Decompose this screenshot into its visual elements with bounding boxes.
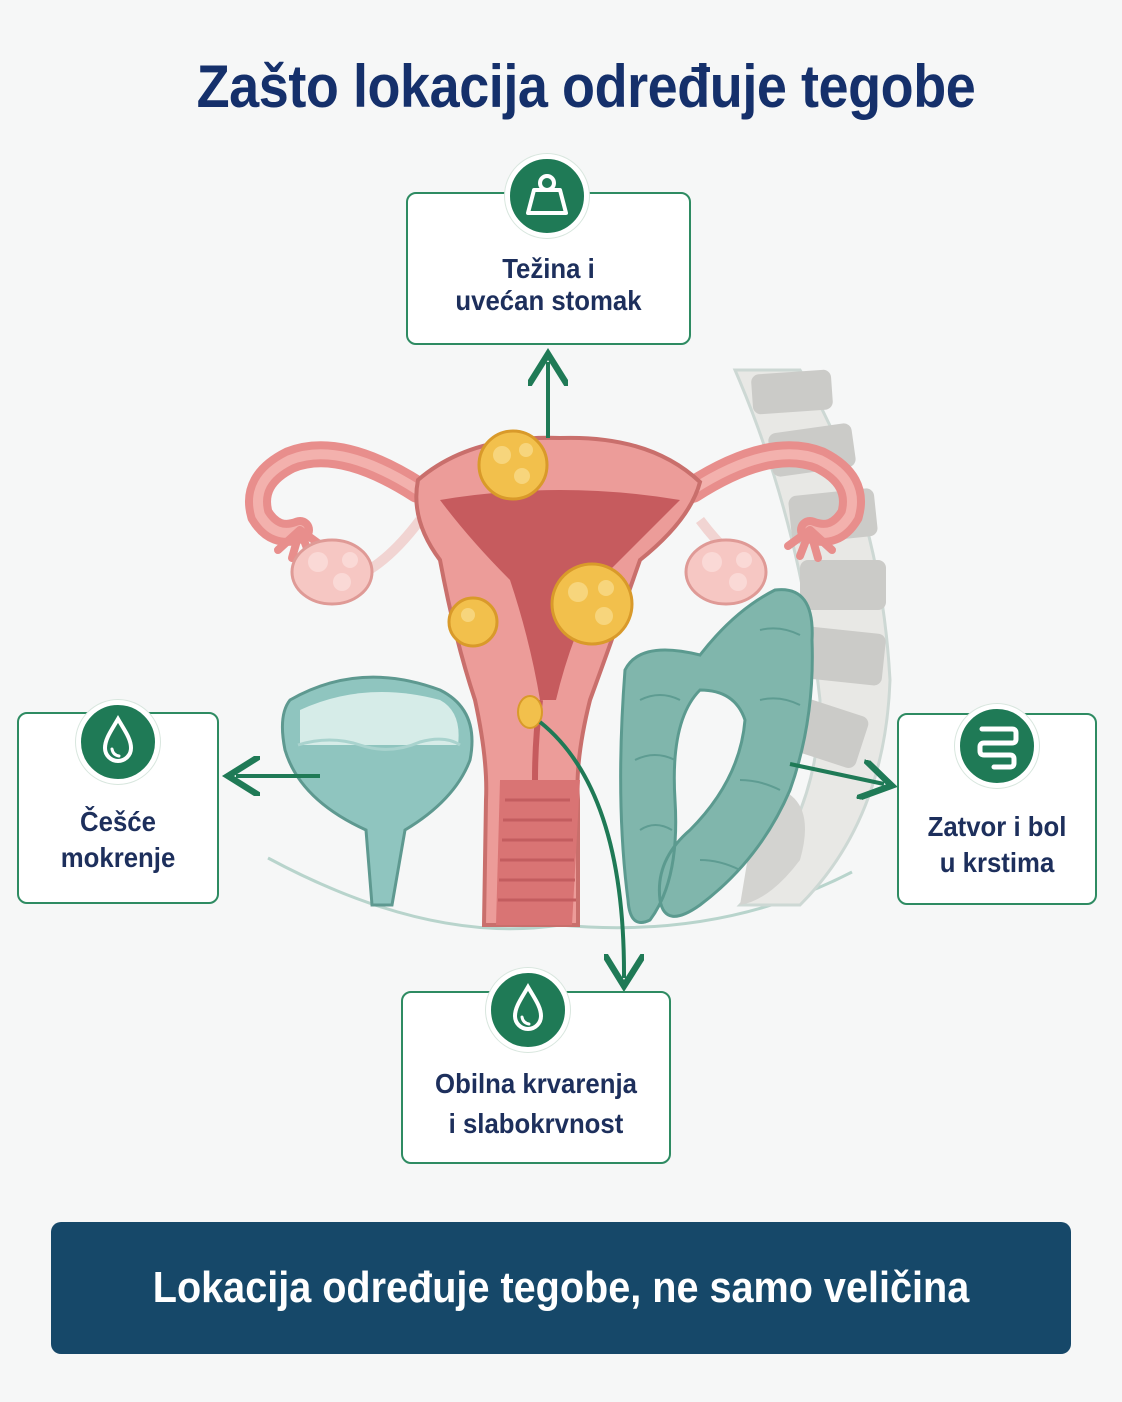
summary-text: Lokacija određuje tegobe, ne samo veliči…	[152, 1263, 970, 1312]
arrow-right	[789, 764, 884, 784]
weight-icon	[505, 154, 589, 238]
card-line-2: mokrenje	[60, 842, 176, 873]
ovary-right	[684, 538, 768, 606]
card-line-1: Težina i	[502, 253, 595, 284]
blood-drop-icon	[486, 968, 570, 1052]
symptom-card-weight: Težina i uvećan stomak	[406, 192, 691, 345]
droplet-icon	[76, 700, 160, 784]
page-title: Zašto lokacija određuje tegobe	[196, 53, 976, 120]
ovary-left	[290, 538, 374, 606]
card-line-2: uvećan stomak	[455, 285, 642, 316]
card-line-2: u krstima	[939, 847, 1055, 878]
arrow-down	[538, 720, 624, 978]
card-line-1: Obilna krvarenja	[435, 1068, 637, 1099]
colon	[619, 588, 814, 924]
fibroid-subserosal	[477, 429, 549, 501]
fibroid-intramural-left	[447, 596, 499, 648]
card-line-1: Zatvor i bol	[927, 811, 1067, 842]
fibroid-intramural-right	[550, 562, 634, 646]
bladder	[280, 675, 474, 907]
summary-banner: Lokacija određuje tegobe, ne samo veliči…	[51, 1222, 1071, 1354]
card-line-1: Češće	[80, 806, 156, 837]
card-line-2: i slabokrvnost	[448, 1108, 624, 1139]
fibroid-submucosal	[517, 695, 543, 729]
intestine-icon	[955, 704, 1039, 788]
